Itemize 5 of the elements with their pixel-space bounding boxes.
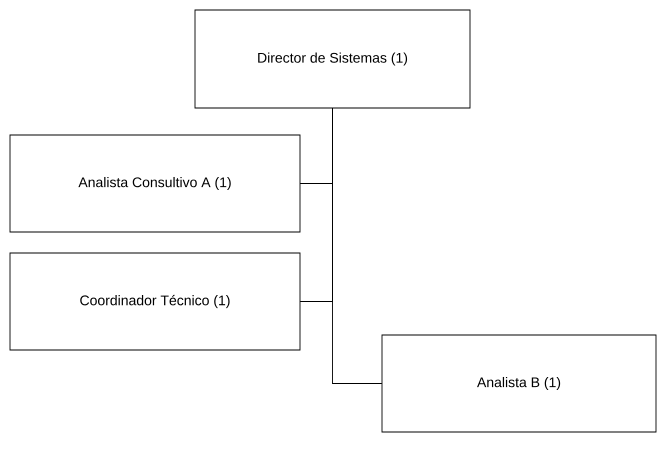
position-box: Coordinador Técnico (1)	[10, 252, 300, 350]
position-box: Analista Consultivo A (1)	[10, 134, 300, 232]
position-box: Director de Sistemas (1)	[194, 10, 470, 108]
connector-line	[332, 108, 382, 384]
position-box: Analista B (1)	[382, 334, 656, 432]
